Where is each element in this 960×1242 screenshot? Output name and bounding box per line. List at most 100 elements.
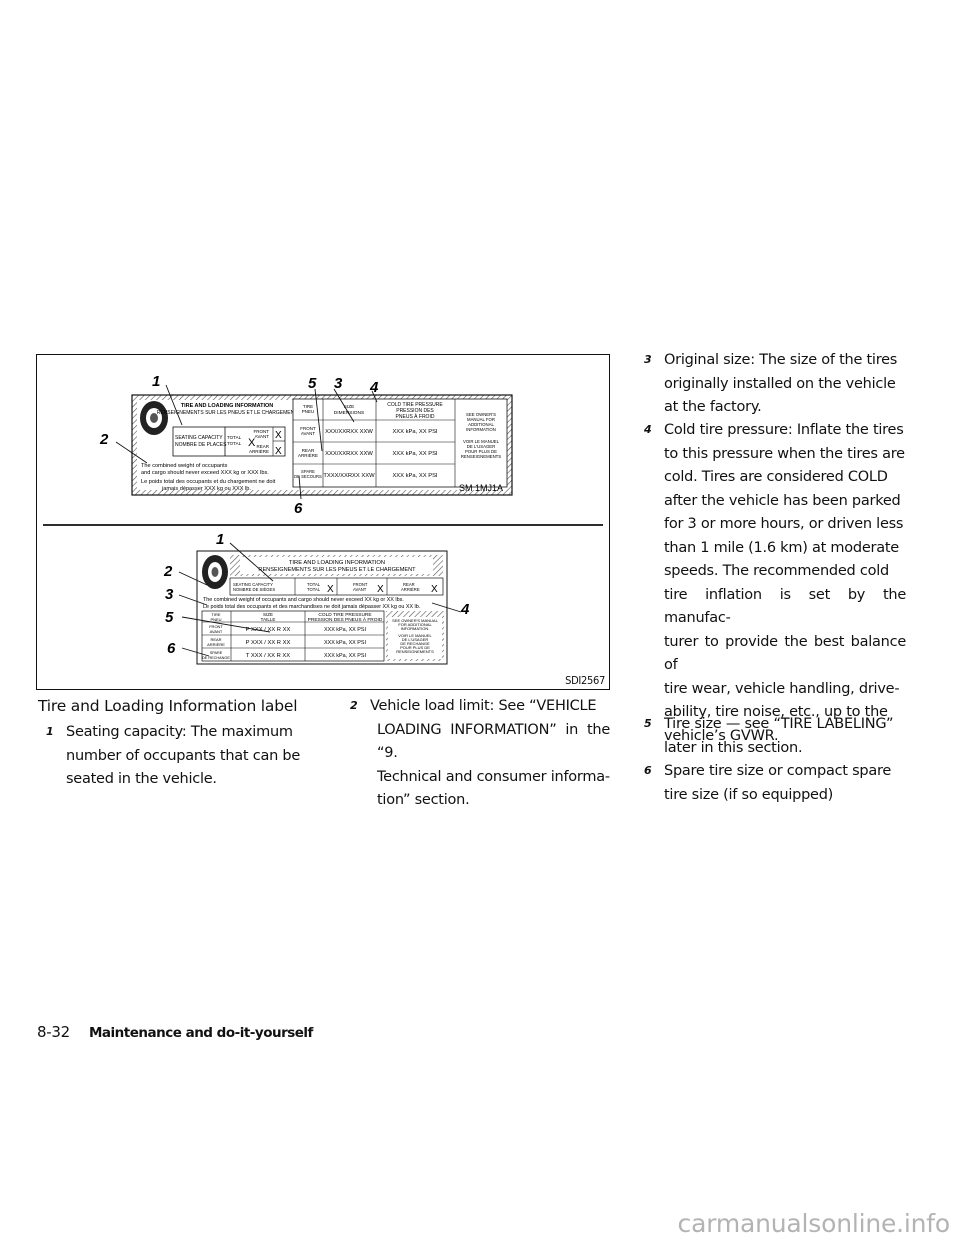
callout-2-top: 2: [99, 431, 109, 448]
label2-row-spare-en: SPARE: [210, 651, 223, 655]
label2-psi-spare: XXX kPa, XX PSI: [324, 653, 366, 659]
label1-pressure-fr-1: PRESSION DES: [396, 408, 434, 414]
item-text: Cold tire pressure: Inflate the tires: [664, 422, 904, 438]
label-2-callout-numbers: 1 2 3 4 5 6: [163, 531, 470, 657]
tire-label-figure: TIRE AND LOADING INFORMATION RENSEIGNEME…: [36, 354, 610, 690]
label1-manual-fr-2: DE L'USAGER: [467, 444, 496, 449]
label2-size-front: P XXX / XX R XX: [246, 627, 291, 633]
label1-tire-en: TIRE: [303, 404, 313, 409]
item-text: seated in the vehicle.: [66, 771, 217, 787]
list-item-2: 2 Vehicle load limit: See “VEHICLE LOADIN…: [350, 694, 610, 813]
label2-manual-fr-1: VOIR LE MANUEL: [398, 633, 432, 638]
label1-weight-en-2: and cargo should never exceed XXX kg or …: [141, 470, 269, 476]
label1-rear-en: REAR: [256, 444, 269, 449]
label2-weight-en: The combined weight of occupants and car…: [203, 597, 404, 603]
label1-psi-front: XXX kPa, XX PSI: [392, 429, 437, 435]
label1-row-rear-en: REAR: [302, 448, 315, 453]
item-text: Seating capacity: The maximum: [66, 724, 293, 740]
item-number: 2: [350, 699, 358, 712]
label2-rear-fr: ARRIÈRE: [401, 587, 420, 592]
label2-seating-fr: NOMBRE DE SIÈGES: [233, 587, 275, 592]
chapter-title: Maintenance and do-it-yourself: [89, 1025, 313, 1041]
label1-front-fr: AVANT: [255, 434, 270, 439]
label1-front-x: X: [275, 430, 282, 441]
label2-size-spare: T XXX / XX R XX: [246, 653, 290, 659]
label2-header-en: TIRE AND LOADING INFORMATION: [289, 560, 385, 566]
item-text: than 1 mile (1.6 km) at moderate: [664, 539, 899, 556]
label2-manual-fr-4: POUR PLUS DE: [400, 645, 430, 650]
label2-row-rear-en: REAR: [210, 637, 221, 642]
label1-size-front: XXX/XXRXX XXW: [325, 429, 373, 435]
label2-total-fr: TOTAL: [307, 587, 321, 592]
label1-manual-fr-3: POUR PLUS DE: [465, 449, 497, 454]
item-text: speeds. The recommended cold: [664, 563, 889, 579]
item-text: tire inflation is set by the manufac-: [664, 586, 906, 627]
label1-pressure-en: COLD TIRE PRESSURE: [387, 402, 443, 408]
label2-manual-en-1: SEE OWNER'S MANUAL: [392, 618, 438, 623]
label1-manual-en-4: INFORMATION: [466, 427, 496, 432]
label1-manual-fr-1: VOIR LE MANUEL: [463, 439, 500, 444]
tire-icon: [140, 401, 168, 435]
item-text: cold. Tires are considered COLD: [664, 469, 888, 485]
item-text: tire wear, vehicle handling, drive-: [664, 680, 900, 697]
label-2-callouts: [178, 542, 462, 657]
label1-pressure-fr-2: PNEUS À FROID: [396, 413, 435, 420]
tire-label-illustration: TIRE AND LOADING INFORMATION RENSEIGNEME…: [43, 373, 603, 665]
callout-5-top: 5: [308, 375, 317, 392]
label1-manual-fr-4: RENSEIGNEMENTS: [461, 454, 501, 459]
item-number: 3: [644, 353, 652, 366]
label1-total-en: TOTAL: [227, 435, 242, 440]
item-text: Vehicle load limit: See “VEHICLE: [370, 698, 597, 714]
callout-6-top: 6: [294, 500, 303, 517]
callout-4-top: 4: [369, 379, 379, 396]
label2-pressure-en: COLD TIRE PRESSURE: [318, 612, 371, 618]
label2-tire-en: TIRE: [211, 612, 220, 617]
label1-psi-spare: XXX kPa, XX PSI: [392, 473, 437, 479]
label1-seating-en: SEATING CAPACITY: [175, 435, 223, 441]
item-text: LOADING INFORMATION” in the “9.: [377, 721, 610, 762]
label2-row-front-en: FRONT: [209, 624, 223, 629]
item-text: for 3 or more hours, or driven less: [664, 516, 904, 532]
item-text: turer to provide the best balance of: [664, 633, 906, 674]
label1-size-en: SIZE: [344, 404, 355, 410]
label1-total-fr: TOTAL: [227, 441, 242, 446]
label1-weight-en-1: The combined weight of occupants: [141, 463, 228, 469]
label2-seating-en: SEATING CAPACITY: [233, 582, 273, 587]
item-number: 6: [644, 764, 652, 777]
label1-row-front-en: FRONT: [300, 426, 316, 431]
label2-manual-en-3: INFORMATION.: [401, 626, 430, 631]
label2-pressure-fr: PRESSION DES PNEUS À FROID: [308, 616, 383, 623]
callout-3-bottom: 3: [165, 586, 174, 603]
label-1: TIRE AND LOADING INFORMATION RENSEIGNEME…: [131, 394, 513, 496]
label1-rear-x: X: [275, 446, 282, 457]
watermark: carmanualsonline.info: [677, 1209, 951, 1238]
label1-row-front-fr: AVANT: [301, 431, 316, 436]
callout-5-bottom: 5: [165, 609, 174, 626]
label2-tire-fr: PNEU: [210, 617, 221, 622]
label1-seating-fr: NOMBRE DE PLACES: [175, 442, 227, 448]
label1-row-rear-fr: ARRIÈRE: [298, 452, 318, 458]
label1-manual-en-3: ADDITIONAL: [468, 422, 494, 427]
label2-psi-front: XXX kPa, XX PSI: [324, 627, 366, 633]
label2-manual-en-2: FOR ADDITIONAL: [398, 622, 432, 627]
label2-size-rear: P XXX / XX R XX: [246, 640, 291, 646]
figure-code: SDI2567: [565, 674, 605, 687]
label-2: TIRE AND LOADING INFORMATION RENSEIGNEME…: [196, 550, 448, 665]
label1-part-code: SM 1MJ1A: [459, 483, 503, 493]
label1-size-spare: TXXX/XXRXX XXW: [323, 473, 375, 479]
section-title: Tire and Loading Information label: [38, 697, 298, 715]
item-text: after the vehicle has been parked: [664, 492, 901, 509]
item-text: Tire size — see “TIRE LABELING”: [664, 716, 894, 732]
label2-front-fr: AVANT: [353, 587, 367, 592]
tire-icon: [202, 555, 228, 589]
item-text: Technical and consumer informa-: [377, 768, 610, 785]
label2-row-spare-fr: DE RECHANGE: [202, 656, 230, 660]
label2-total-x: X: [327, 584, 334, 595]
label1-row-spare-en: SPARE: [301, 469, 315, 474]
item-text: Spare tire size or compact spare: [664, 763, 892, 779]
label2-total-en: TOTAL: [307, 582, 321, 587]
label2-manual-fr-5: RENSEIGNEMENTS: [396, 649, 434, 654]
